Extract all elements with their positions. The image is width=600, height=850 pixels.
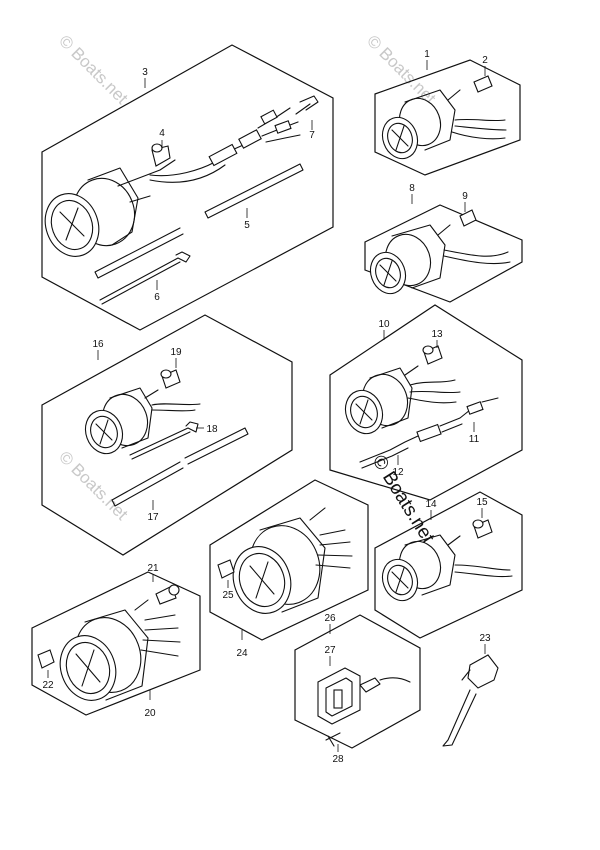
part-number-8: 8: [409, 183, 415, 194]
part-number-4: 4: [159, 128, 165, 139]
part-number-9: 9: [462, 191, 468, 202]
part-number-3: 3: [142, 67, 148, 78]
part-number-16: 16: [92, 339, 104, 350]
leader-lines: [47, 60, 486, 752]
part-number-labels: 1 2 3 4 5 6 7 8 9 10 11 12 13 14 15 16 1…: [42, 49, 491, 765]
panel-part-26: [294, 614, 421, 749]
part-number-1: 1: [424, 49, 430, 60]
panel-part-24: [209, 479, 369, 641]
part-number-14: 14: [425, 499, 437, 510]
part-number-11: 11: [469, 434, 480, 445]
watermark-mid-left: © Boats.net: [55, 447, 132, 524]
part-number-2: 2: [482, 55, 488, 66]
part-number-15: 15: [476, 497, 488, 508]
part-number-24: 24: [236, 648, 248, 659]
part-number-5: 5: [244, 220, 250, 231]
part-number-25: 25: [222, 590, 234, 601]
part-number-22: 22: [42, 680, 54, 691]
panel-part-1: [374, 59, 521, 176]
part-number-28: 28: [332, 754, 344, 765]
part-number-7: 7: [309, 130, 315, 141]
part-number-17: 17: [147, 512, 159, 523]
part-number-26: 26: [324, 613, 336, 624]
part-23-lever: [442, 654, 499, 747]
panel-part-3: [41, 44, 334, 331]
part-number-27: 27: [324, 645, 336, 656]
part-number-6: 6: [154, 292, 160, 303]
part-number-18: 18: [206, 424, 218, 435]
panel-part-10: [329, 304, 523, 501]
watermark-top-left: © Boats.net: [55, 31, 132, 108]
part-number-21: 21: [147, 563, 159, 574]
part-number-12: 12: [392, 467, 404, 478]
part-number-19: 19: [170, 347, 182, 358]
part-number-23: 23: [479, 633, 491, 644]
panel-part-16: [41, 314, 293, 556]
panel-part-14: [374, 491, 523, 639]
part-number-20: 20: [144, 708, 156, 719]
part-number-13: 13: [431, 329, 443, 340]
panel-part-20: [31, 571, 201, 716]
panel-part-8: [364, 204, 523, 303]
part-number-10: 10: [378, 319, 390, 330]
